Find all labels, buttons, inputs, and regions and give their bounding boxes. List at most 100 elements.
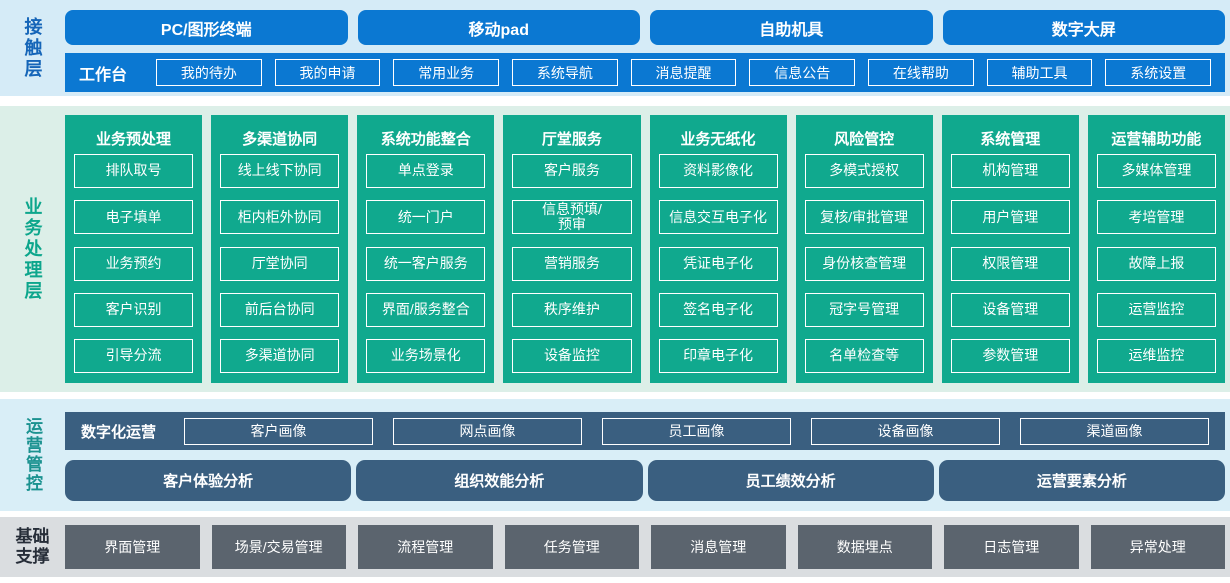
biz-item-serial-number-mgmt[interactable]: 冠字号管理 xyxy=(804,292,924,327)
foundation-row: 界面管理 场景/交易管理 流程管理 任务管理 消息管理 数据埋点 日志管理 异常… xyxy=(65,525,1225,569)
workbench-item-system-navigation[interactable]: 系统导航 xyxy=(512,59,618,86)
workbench-item-online-help[interactable]: 在线帮助 xyxy=(868,59,974,86)
device-pc-terminal[interactable]: PC/图形终端 xyxy=(65,10,348,45)
biz-item-training-mgmt[interactable]: 考培管理 xyxy=(1096,200,1216,235)
biz-item-device-mgmt[interactable]: 设备管理 xyxy=(950,292,1070,327)
column-title: 系统功能整合 xyxy=(380,130,471,148)
column-risk-control: 风险管控 多模式授权 复核/审批管理 身份核查管理 冠字号管理 名单检查等 xyxy=(795,115,933,383)
business-columns-row: 业务预处理 排队取号 电子填单 业务预约 客户识别 引导分流 多渠道协同 线上线… xyxy=(65,115,1225,383)
analysis-employee-performance[interactable]: 员工绩效分析 xyxy=(647,460,934,501)
contact-layer-label-col: 接触层 xyxy=(0,0,65,96)
biz-item-electronic-signature[interactable]: 签名电子化 xyxy=(658,292,778,327)
column-operation-auxiliary: 运营辅助功能 多媒体管理 考培管理 故障上报 运营监控 运维监控 xyxy=(1087,115,1225,383)
biz-item-order-maintenance[interactable]: 秩序维护 xyxy=(512,292,632,327)
device-digital-screen[interactable]: 数字大屏 xyxy=(942,10,1225,45)
workbench-title: 工作台 xyxy=(79,66,128,84)
biz-item-guided-diversion[interactable]: 引导分流 xyxy=(74,339,194,373)
business-layer-label: 业务处理层 xyxy=(22,196,43,302)
biz-item-ops-maintenance-monitoring[interactable]: 运维监控 xyxy=(1096,339,1216,373)
biz-item-list-check[interactable]: 名单检查等 xyxy=(804,339,924,373)
biz-item-document-imaging[interactable]: 资料影像化 xyxy=(658,154,778,188)
biz-item-multimode-authorization[interactable]: 多模式授权 xyxy=(804,154,924,188)
column-business-preprocessing: 业务预处理 排队取号 电子填单 业务预约 客户识别 引导分流 xyxy=(65,115,203,383)
biz-item-organization-mgmt[interactable]: 机构管理 xyxy=(950,154,1070,188)
column-title: 业务预处理 xyxy=(96,130,172,148)
column-multichannel-collaboration: 多渠道协同 线上线下协同 柜内柜外协同 厅堂协同 前后台协同 多渠道协同 xyxy=(211,115,349,383)
operations-layer-label: 运营管控 xyxy=(23,417,42,493)
biz-item-review-approval[interactable]: 复核/审批管理 xyxy=(804,200,924,235)
biz-item-permission-mgmt[interactable]: 权限管理 xyxy=(950,246,1070,281)
biz-item-fault-report[interactable]: 故障上报 xyxy=(1096,246,1216,281)
biz-item-multimedia-mgmt[interactable]: 多媒体管理 xyxy=(1096,154,1216,188)
biz-item-electronic-interaction[interactable]: 信息交互电子化 xyxy=(658,200,778,235)
foundation-message-mgmt[interactable]: 消息管理 xyxy=(651,525,786,569)
biz-item-business-scenario[interactable]: 业务场景化 xyxy=(366,339,486,373)
business-layer-label-col: 业务处理层 xyxy=(0,106,65,392)
analysis-organization-efficiency[interactable]: 组织效能分析 xyxy=(356,460,643,501)
biz-item-info-prefill-preaudit[interactable]: 信息预填/ 预审 xyxy=(512,200,632,235)
profile-employee[interactable]: 员工画像 xyxy=(602,417,792,445)
workbench-item-system-settings[interactable]: 系统设置 xyxy=(1105,59,1212,86)
workbench-item-auxiliary-tools[interactable]: 辅助工具 xyxy=(986,59,1093,86)
biz-item-multichannel-collab[interactable]: 多渠道协同 xyxy=(220,339,340,373)
biz-item-queue-number[interactable]: 排队取号 xyxy=(74,154,194,188)
device-row: PC/图形终端 移动pad 自助机具 数字大屏 xyxy=(65,10,1225,45)
analysis-operation-factors[interactable]: 运营要素分析 xyxy=(938,460,1225,501)
column-title: 业务无纸化 xyxy=(680,130,756,148)
biz-item-customer-service[interactable]: 客户服务 xyxy=(512,154,632,188)
biz-item-marketing-service[interactable]: 营销服务 xyxy=(512,246,632,281)
biz-item-operation-monitoring[interactable]: 运营监控 xyxy=(1096,292,1216,327)
biz-item-ui-service-integration[interactable]: 界面/服务整合 xyxy=(366,292,486,327)
biz-item-device-monitoring[interactable]: 设备监控 xyxy=(512,339,632,373)
biz-item-unified-customer-service[interactable]: 统一客户服务 xyxy=(366,246,486,281)
column-paperless-business: 业务无纸化 资料影像化 信息交互电子化 凭证电子化 签名电子化 印章电子化 xyxy=(649,115,787,383)
biz-item-online-offline-collab[interactable]: 线上线下协同 xyxy=(220,154,340,188)
profile-device[interactable]: 设备画像 xyxy=(811,417,1001,445)
biz-item-parameter-mgmt[interactable]: 参数管理 xyxy=(950,339,1070,373)
foundation-process-mgmt[interactable]: 流程管理 xyxy=(358,525,493,569)
column-hall-services: 厅堂服务 客户服务 信息预填/ 预审 营销服务 秩序维护 设备监控 xyxy=(503,115,641,383)
analysis-row: 客户体验分析 组织效能分析 员工绩效分析 运营要素分析 xyxy=(65,460,1225,501)
biz-item-counter-collab[interactable]: 柜内柜外协同 xyxy=(220,200,340,235)
column-title: 系统管理 xyxy=(980,130,1041,148)
profile-branch[interactable]: 网点画像 xyxy=(393,417,583,445)
foundation-log-mgmt[interactable]: 日志管理 xyxy=(944,525,1079,569)
business-layer-band: 业务处理层 业务预处理 排队取号 电子填单 业务预约 客户识别 引导分流 多渠道… xyxy=(0,106,1230,392)
foundation-layer-band: 基础支撑 界面管理 场景/交易管理 流程管理 任务管理 消息管理 数据埋点 日志… xyxy=(0,517,1230,577)
biz-item-single-sign-on[interactable]: 单点登录 xyxy=(366,154,486,188)
workbench-item-info-bulletin[interactable]: 信息公告 xyxy=(749,59,856,86)
foundation-ui-mgmt[interactable]: 界面管理 xyxy=(65,525,200,569)
biz-item-electronic-seal[interactable]: 印章电子化 xyxy=(658,339,778,373)
digital-operation-title: 数字化运营 xyxy=(81,423,157,441)
workbench-item-message-alerts[interactable]: 消息提醒 xyxy=(630,59,737,86)
workbench-bar: 工作台 我的待办 我的申请 常用业务 系统导航 消息提醒 信息公告 在线帮助 辅… xyxy=(65,53,1225,92)
foundation-layer-label-col: 基础支撑 xyxy=(0,517,65,577)
profile-customer[interactable]: 客户画像 xyxy=(184,417,374,445)
column-title: 风险管控 xyxy=(834,130,895,148)
column-title: 运营辅助功能 xyxy=(1111,130,1202,148)
device-mobile-pad[interactable]: 移动pad xyxy=(357,10,640,45)
foundation-data-tracking[interactable]: 数据埋点 xyxy=(797,525,932,569)
column-system-integration: 系统功能整合 单点登录 统一门户 统一客户服务 界面/服务整合 业务场景化 xyxy=(357,115,495,383)
biz-item-hall-collab[interactable]: 厅堂协同 xyxy=(220,246,340,281)
biz-item-business-appointment[interactable]: 业务预约 xyxy=(74,246,194,281)
profile-channel[interactable]: 渠道画像 xyxy=(1020,417,1210,445)
foundation-task-mgmt[interactable]: 任务管理 xyxy=(504,525,639,569)
biz-item-electronic-form[interactable]: 电子填单 xyxy=(74,200,194,235)
contact-layer-band: 接触层 PC/图形终端 移动pad 自助机具 数字大屏 工作台 我的待办 我的申… xyxy=(0,0,1230,96)
biz-item-electronic-voucher[interactable]: 凭证电子化 xyxy=(658,246,778,281)
biz-item-front-back-collab[interactable]: 前后台协同 xyxy=(220,292,340,327)
biz-item-unified-portal[interactable]: 统一门户 xyxy=(366,200,486,235)
foundation-scenario-transaction-mgmt[interactable]: 场景/交易管理 xyxy=(211,525,346,569)
biz-item-customer-identification[interactable]: 客户识别 xyxy=(74,292,194,327)
biz-item-user-mgmt[interactable]: 用户管理 xyxy=(950,200,1070,235)
foundation-exception-handling[interactable]: 异常处理 xyxy=(1090,525,1225,569)
biz-item-identity-verification[interactable]: 身份核查管理 xyxy=(804,246,924,281)
device-self-service[interactable]: 自助机具 xyxy=(650,10,933,45)
column-title: 多渠道协同 xyxy=(242,130,318,148)
column-title: 厅堂服务 xyxy=(541,130,602,148)
analysis-customer-experience[interactable]: 客户体验分析 xyxy=(65,460,352,501)
workbench-item-my-applications[interactable]: 我的申请 xyxy=(274,59,381,86)
workbench-item-common-business[interactable]: 常用业务 xyxy=(393,59,500,86)
workbench-item-my-todo[interactable]: 我的待办 xyxy=(156,59,262,86)
